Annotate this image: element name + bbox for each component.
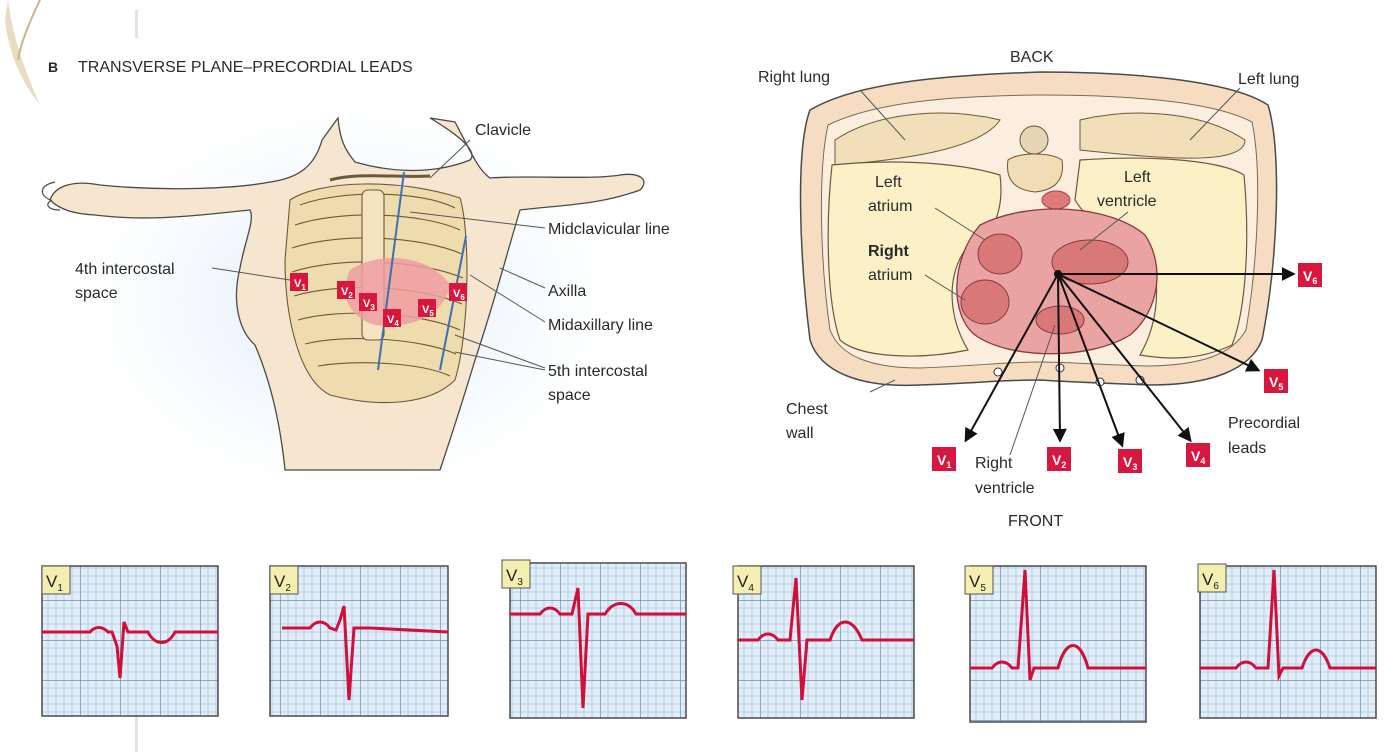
ecg-lead-letter: V xyxy=(969,572,981,591)
torso-lead-v1: V1 xyxy=(290,273,308,292)
torso-lead-v4: V4 xyxy=(383,309,401,328)
label-precordial-2: leads xyxy=(1228,440,1266,457)
section-lead-v5: V5 xyxy=(1264,369,1288,393)
ecg-strip-v5: V5 xyxy=(965,566,1146,722)
label-axilla: Axilla xyxy=(548,283,586,300)
label-chest-wall-2: wall xyxy=(785,425,814,442)
ecg-strips: V1 V2 V3 V4 V5 xyxy=(42,560,1376,722)
label-midaxillary-line: Midaxillary line xyxy=(548,317,653,334)
label-back: BACK xyxy=(1010,49,1054,66)
torso-lead-v3: V3 xyxy=(359,293,377,312)
label-right-atrium-2: atrium xyxy=(868,267,912,284)
label-5th-intercostal-1: 5th intercostal xyxy=(548,363,648,380)
panel-letter: B xyxy=(48,59,58,75)
section-lead-v3: V3 xyxy=(1118,449,1142,473)
ecg-lead-sub: 1 xyxy=(57,583,63,594)
label-left-ventricle-1: Left xyxy=(1124,169,1151,186)
label-4th-intercostal-2: space xyxy=(75,285,118,302)
ecg-lead-letter: V xyxy=(737,572,749,591)
ecg-lead-sub: 4 xyxy=(748,583,754,594)
cross-section-illustration xyxy=(801,72,1293,455)
section-lead-v2: V2 xyxy=(1047,447,1071,471)
label-midclavicular-line: Midclavicular line xyxy=(548,221,670,238)
torso-lead-v2: V2 xyxy=(337,281,355,300)
right-atrium-chamber xyxy=(961,280,1009,324)
label-left-atrium-1: Left xyxy=(875,174,902,191)
ecg-grid xyxy=(738,566,914,718)
ecg-lead-sub: 2 xyxy=(285,583,291,594)
label-left-ventricle-2: ventricle xyxy=(1097,193,1157,210)
label-left-lung: Left lung xyxy=(1238,71,1299,88)
section-lead-v4: V4 xyxy=(1186,443,1210,467)
right-ventricle-chamber xyxy=(1036,306,1084,334)
label-clavicle: Clavicle xyxy=(475,122,531,139)
ecg-strip-v1: V1 xyxy=(42,566,218,716)
ecg-lead-letter: V xyxy=(1202,570,1214,589)
label-left-atrium-2: atrium xyxy=(868,198,912,215)
torso-lead-v6: V6 xyxy=(449,283,467,302)
ecg-strip-v4: V4 xyxy=(733,566,914,718)
label-5th-intercostal-2: space xyxy=(548,387,591,404)
label-right-ventricle-1: Right xyxy=(975,455,1013,472)
ecg-grid xyxy=(970,566,1146,722)
ecg-strip-v2: V2 xyxy=(270,566,448,716)
label-chest-wall-1: Chest xyxy=(786,401,828,418)
label-front: FRONT xyxy=(1008,513,1063,530)
section-lead-v1: V1 xyxy=(932,447,956,471)
ecg-strip-v3: V3 xyxy=(502,560,686,718)
label-right-ventricle-2: ventricle xyxy=(975,480,1035,497)
label-right-lung: Right lung xyxy=(758,69,830,86)
torso-lead-v5: V5 xyxy=(418,299,436,318)
label-precordial-1: Precordial xyxy=(1228,415,1300,432)
ecg-lead-sub: 3 xyxy=(517,577,523,588)
torso-illustration xyxy=(40,70,660,530)
ecg-grid xyxy=(510,563,686,718)
label-right-atrium-1: Right xyxy=(868,243,910,260)
ecg-lead-letter: V xyxy=(46,572,58,591)
ecg-lead-letter: V xyxy=(506,566,518,585)
ecg-lead-sub: 6 xyxy=(1213,581,1219,592)
ecg-lead-letter: V xyxy=(274,572,286,591)
heart-center-point xyxy=(1054,270,1062,278)
ecg-strip-v6: V6 xyxy=(1198,564,1376,718)
section-lead-v6: V6 xyxy=(1298,263,1322,287)
ecg-lead-sub: 5 xyxy=(980,583,986,594)
label-4th-intercostal-1: 4th intercostal xyxy=(75,261,175,278)
